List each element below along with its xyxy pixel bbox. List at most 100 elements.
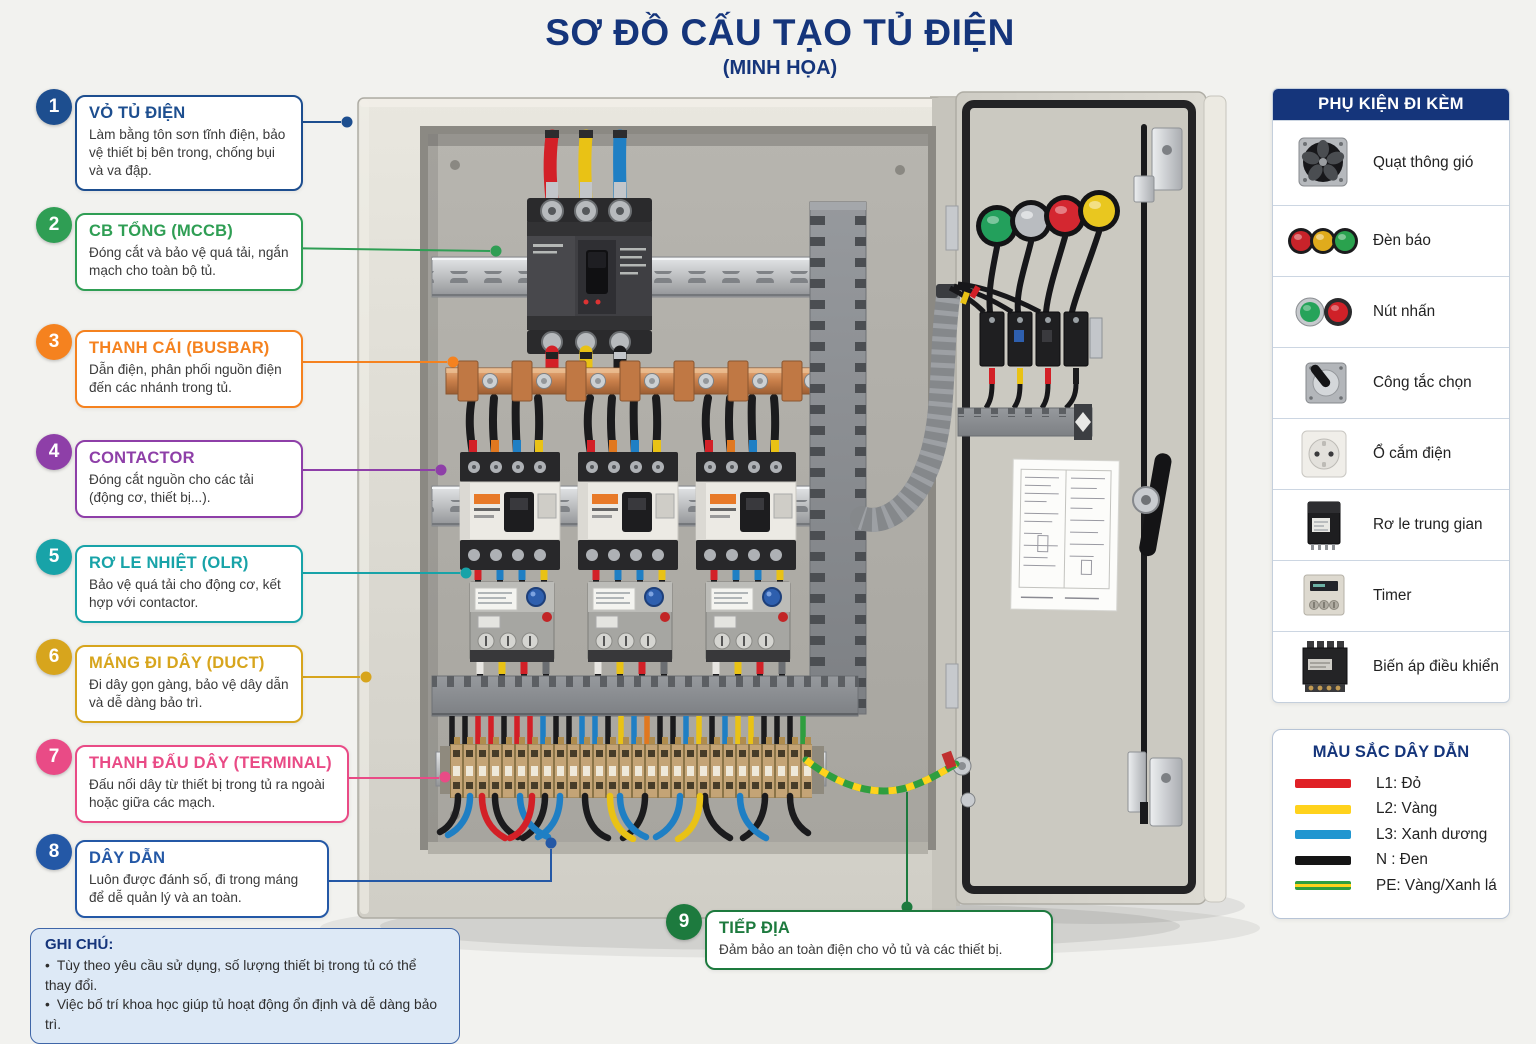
callout-description: Đóng cắt nguồn cho các tải (động cơ, thi… — [89, 472, 254, 505]
accessory-label: Quạt thông gió — [1373, 154, 1474, 171]
contactor-olr-wires — [474, 570, 548, 586]
cabinet-bottom-sill — [428, 842, 928, 854]
callout-wires: 8 DÂY DẪN Luôn được đánh số, đi trong má… — [36, 834, 329, 918]
door-hinge-bottom — [945, 663, 959, 709]
supply-wires — [543, 129, 627, 207]
callout-line-3 — [278, 356, 459, 368]
vertical-wire-duct — [809, 201, 867, 715]
accessory-label: Rơ le trung gian — [1373, 516, 1483, 533]
callout-title: CB TỔNG (MCCB) — [89, 222, 233, 240]
accessory-row: Timer — [1273, 560, 1509, 631]
accessory-row: Đèn báo — [1273, 205, 1509, 276]
callout-description: Đấu nối dây từ thiết bị trong tủ ra ngoà… — [89, 777, 325, 810]
note-item: Việc bố trí khoa học giúp tủ hoạt động ổ… — [45, 995, 445, 1034]
legend-row: L2: Vàng — [1273, 797, 1509, 823]
callout-line-5 — [278, 567, 472, 579]
accessory-label: Biến áp điều khiển — [1373, 658, 1499, 675]
callout-title: RƠ LE NHIỆT (OLR) — [89, 554, 249, 572]
callout-line-2 — [277, 245, 502, 257]
callout-title: DÂY DẪN — [89, 849, 166, 867]
accessory-row: Quạt thông gió — [1273, 120, 1509, 205]
callout-number-badge: 3 — [36, 324, 72, 360]
callout-number-badge: 1 — [36, 89, 72, 125]
callout-number-badge: 9 — [666, 904, 702, 940]
terminal-strip — [435, 737, 827, 798]
push-button-icon — [1273, 284, 1373, 340]
callout-duct: 6 MÁNG ĐI DÂY (DUCT) Đi dây gọn gàng, bả… — [36, 639, 303, 723]
accessory-row: Nút nhấn — [1273, 276, 1509, 347]
page-title: SƠ ĐỒ CẤU TẠO TỦ ĐIỆN — [545, 12, 1015, 53]
accessories-header: PHỤ KIỆN ĐI KÈM — [1273, 89, 1509, 120]
copper-busbar — [445, 360, 833, 402]
door-wiring — [986, 229, 1102, 315]
contactor-3 — [695, 451, 797, 571]
legend-row: L3: Xanh dương — [1273, 822, 1509, 848]
callout-number-badge: 7 — [36, 739, 72, 775]
callout-number-badge: 4 — [36, 434, 72, 470]
callout-title: VỎ TỦ ĐIỆN — [89, 104, 186, 122]
callout-description: Làm bằng tôn sơn tĩnh điện, bảo vệ thiết… — [89, 127, 286, 178]
wire-color-swatch — [1295, 804, 1351, 814]
relay-icon — [1273, 497, 1373, 553]
door-conduit — [850, 281, 1042, 532]
door-hinge-top — [945, 205, 959, 251]
accessory-label: Nút nhấn — [1373, 303, 1436, 320]
wire-color-swatch — [1295, 881, 1351, 891]
accessory-row: Ổ cắm điện — [1273, 418, 1509, 489]
callout-terminal: 7 THANH ĐẤU DÂY (TERMINAL) Đấu nối dây t… — [36, 739, 349, 823]
terminal-top-wires — [449, 716, 806, 748]
callout-number-badge: 8 — [36, 834, 72, 870]
timer-icon — [1273, 568, 1373, 624]
cabinet-door — [945, 91, 1227, 905]
callout-description: Luôn được đánh số, đi trong máng để dễ q… — [89, 872, 299, 905]
notes-box: GHI CHÚ: Tùy theo yêu cầu sử dụng, số lư… — [30, 928, 460, 1044]
callout-line-8 — [310, 837, 557, 882]
overload-relay-1 — [469, 581, 555, 662]
busbar-drop-wires — [465, 394, 544, 458]
contact-block-ferrules — [983, 368, 1079, 410]
callout-overload-relay: 5 RƠ LE NHIỆT (OLR) Bảo vệ quá tải cho đ… — [36, 539, 303, 623]
door-handle — [1132, 453, 1172, 557]
callout-description: Đi dây gọn gàng, bảo vệ dây dẫn và dễ dà… — [89, 677, 289, 710]
overload-relay-3 — [705, 581, 791, 663]
accessory-row: Biến áp điều khiển — [1273, 631, 1509, 702]
fan-icon — [1273, 134, 1373, 192]
terminal-wire-loops — [436, 792, 812, 843]
legend-row: N : Đen — [1273, 848, 1509, 874]
legend-label: L3: Xanh dương — [1376, 825, 1488, 843]
indicator-lights-icon — [1273, 213, 1373, 269]
notes-title: GHI CHÚ: — [45, 936, 114, 953]
callout-description: Dẫn điện, phân phối nguồn điện đến các n… — [89, 362, 282, 395]
note-item: Tùy theo yêu cầu sử dụng, số lượng thiết… — [45, 956, 445, 995]
accessory-row: Công tắc chọn — [1273, 347, 1509, 418]
legend-label: PE: Vàng/Xanh lá — [1376, 876, 1497, 894]
callout-description: Đóng cắt và bảo vệ quá tải, ngắn mạch ch… — [89, 245, 289, 278]
callout-contactor: 4 CONTACTOR Đóng cắt nguồn cho các tải (… — [36, 434, 303, 518]
overload-relay-2 — [587, 581, 673, 663]
wire-color-swatch — [1295, 855, 1351, 865]
callout-title: THANH ĐẤU DÂY (TERMINAL) — [89, 754, 332, 772]
door-duct — [957, 404, 1093, 440]
callout-description: Đảm bảo an toàn điện cho vỏ tủ và các th… — [719, 942, 1003, 957]
legend-row: PE: Vàng/Xanh lá — [1273, 873, 1509, 899]
accessory-label: Ổ cắm điện — [1373, 445, 1452, 462]
legend-label: N : Đen — [1376, 851, 1428, 869]
callout-number-badge: 2 — [36, 207, 72, 243]
callout-title: CONTACTOR — [89, 449, 195, 467]
wire-color-legend: MÀU SẮC DÂY DẪN L1: Đỏ L2: Vàng L3: Xanh… — [1272, 729, 1510, 919]
accessory-row: Rơ le trung gian — [1273, 489, 1509, 560]
contactor-1 — [459, 452, 561, 570]
transformer-icon — [1273, 639, 1373, 695]
contact-blocks — [979, 311, 1103, 367]
accessory-label: Đèn báo — [1373, 232, 1431, 249]
legend-label: L2: Vàng — [1376, 800, 1438, 818]
legend-row: L1: Đỏ — [1273, 771, 1509, 797]
pilot-lights — [976, 190, 1120, 247]
callout-mccb: 2 CB TỔNG (MCCB) Đóng cắt và bảo vệ quá … — [36, 207, 303, 291]
accessory-label: Timer — [1373, 587, 1412, 604]
horizontal-wire-duct — [431, 675, 859, 717]
page-header: SƠ ĐỒ CẤU TẠO TỦ ĐIỆN (MINH HỌA) — [370, 12, 1190, 80]
callout-line-4 — [278, 464, 447, 476]
